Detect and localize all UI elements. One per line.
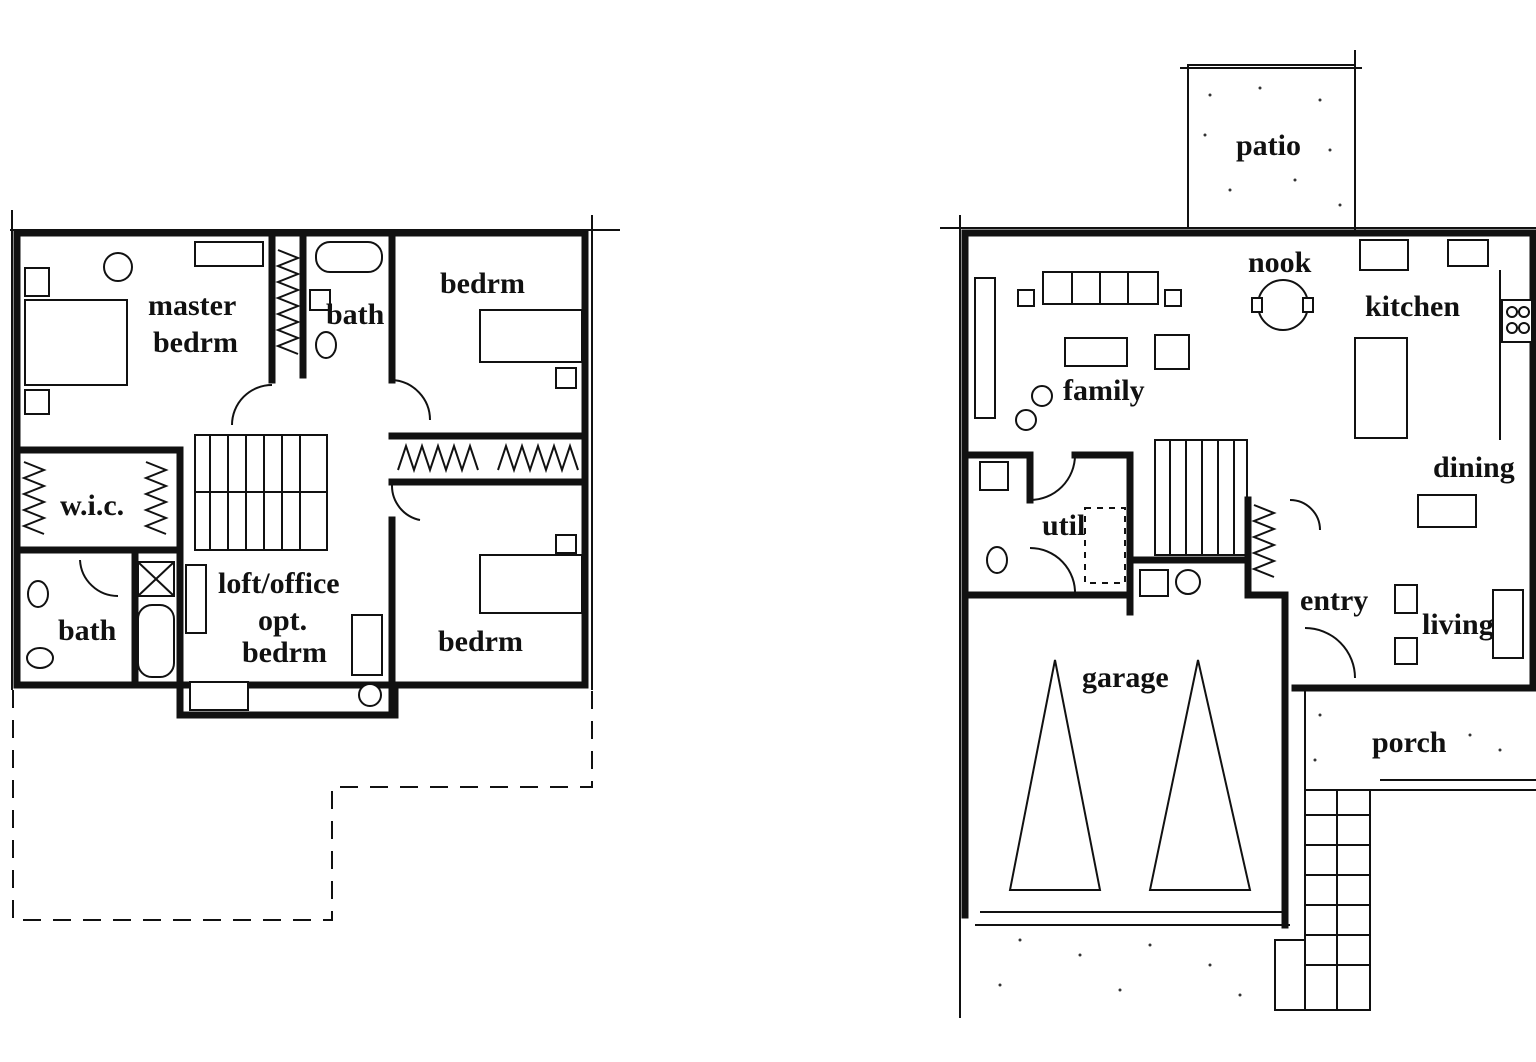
label-master-bedrm-1: master [148,289,236,322]
label-kitchen: kitchen [1365,290,1460,323]
garage-car-left [1008,659,1102,891]
label-entry: entry [1300,584,1368,617]
label-loft-opt: opt. [258,604,307,637]
label-patio: patio [1236,129,1301,162]
label-dining: dining [1433,451,1515,484]
bedrm-top-bed [479,309,583,363]
upper-floor-dashed-outline [12,690,593,921]
label-loft-office: loft/office [218,567,340,600]
dining-table [1417,494,1477,528]
garage-car-right [1148,659,1252,891]
bedrm-bottom-bed [479,554,583,614]
nook-table [1257,279,1309,331]
main-floor-plan: patio nook kitchen family dining util en… [940,50,1536,1018]
label-bath-upper: bath [326,298,385,331]
label-util: util [1042,509,1085,542]
label-wic: w.i.c. [60,489,124,522]
label-family: family [1063,374,1145,407]
label-nook: nook [1248,246,1312,279]
label-loft-bedrm: bedrm [242,636,327,669]
label-porch: porch [1372,726,1447,759]
label-master-bedrm-2: bedrm [153,326,238,359]
master-bed [24,299,128,386]
label-bath-lower: bath [58,614,117,647]
label-bedrm-top: bedrm [440,267,525,300]
label-living: living [1422,608,1494,641]
upper-floor-plan: master bedrm bath bedrm w.i.c. bath loft… [10,210,620,921]
label-bedrm-bottom: bedrm [438,625,523,658]
label-garage: garage [1082,661,1169,694]
kitchen-island [1354,337,1408,439]
